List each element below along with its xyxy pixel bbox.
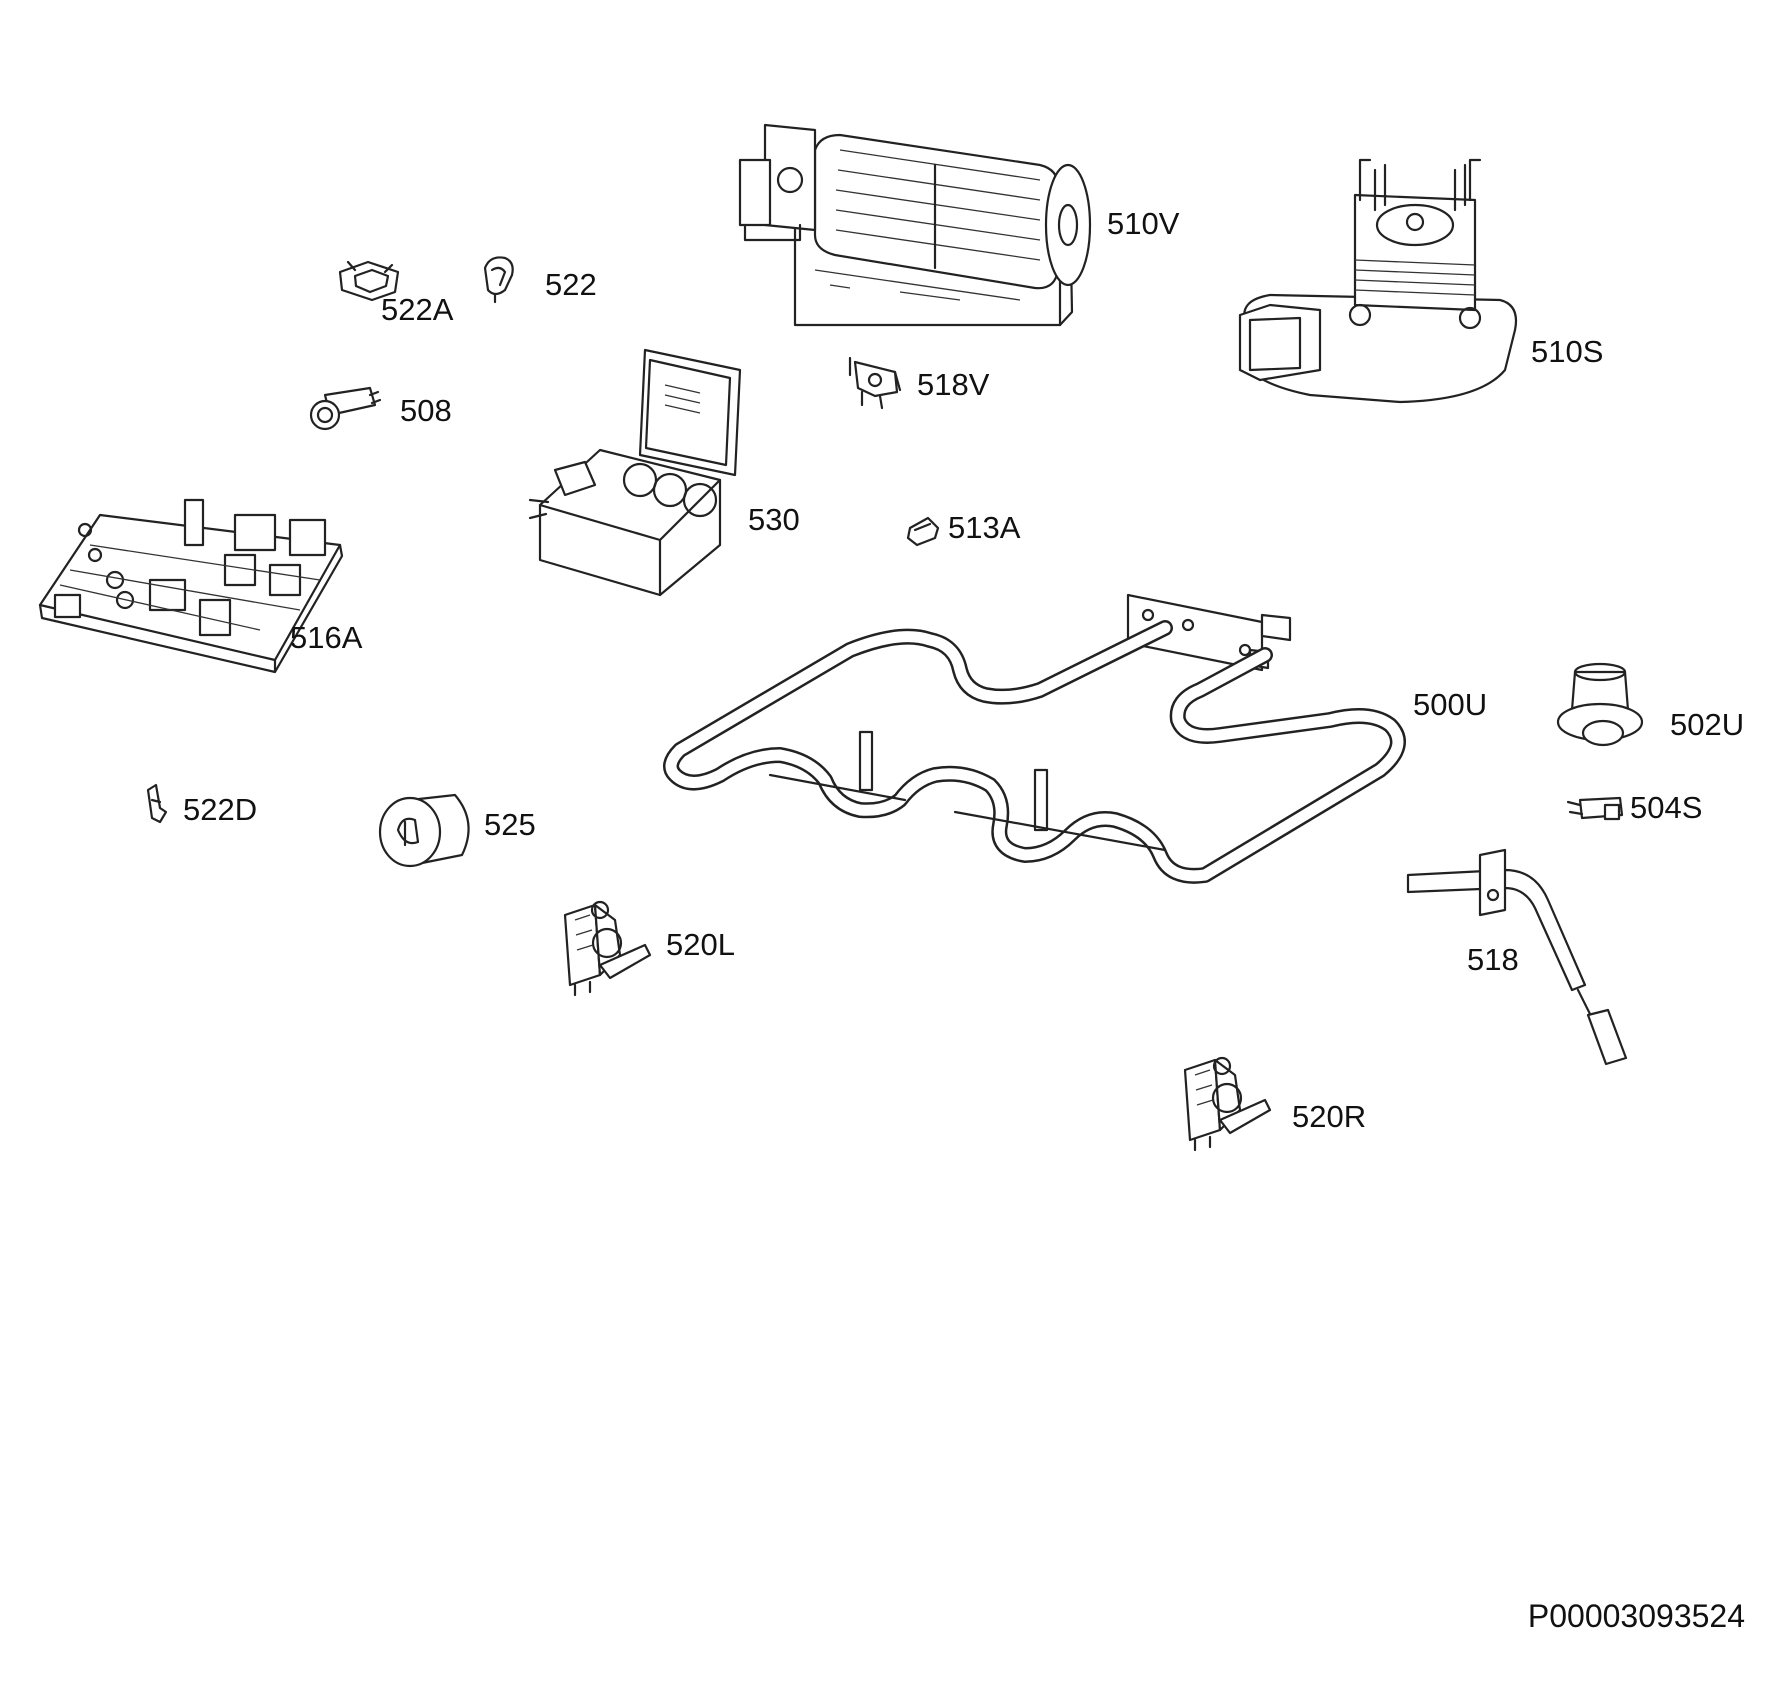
part-label-500U: 500U xyxy=(1413,687,1487,722)
document-id: P00003093524 xyxy=(1527,1598,1745,1634)
switch-icon xyxy=(1566,796,1624,821)
oven-lamp-icon xyxy=(1556,662,1644,747)
part-label-516A: 516A xyxy=(290,620,363,655)
part-label-520L: 520L xyxy=(666,927,735,962)
part-label-508: 508 xyxy=(400,393,452,428)
circuit-board-icon xyxy=(38,498,344,674)
clip-icon xyxy=(483,256,514,304)
part-label-520R: 520R xyxy=(1292,1099,1366,1134)
part-label-502U: 502U xyxy=(1670,707,1744,742)
part-label-530: 530 xyxy=(748,502,800,537)
heating-element-icon xyxy=(663,593,1406,884)
part-label-504S: 504S xyxy=(1630,790,1702,825)
part-label-510V: 510V xyxy=(1107,206,1180,241)
hinge-right-icon xyxy=(1183,1056,1272,1152)
part-label-522: 522 xyxy=(545,267,597,302)
temperature-sensor-icon xyxy=(1406,848,1628,1066)
small-clip-icon xyxy=(146,783,168,824)
knob-adapter-icon xyxy=(906,516,940,547)
tangential-fan-icon xyxy=(738,123,1092,327)
bracket-clip-icon xyxy=(338,260,400,302)
cooling-fan-motor-icon xyxy=(1238,158,1518,404)
part-label-513A: 513A xyxy=(948,510,1021,545)
capacitor-icon xyxy=(378,793,470,868)
part-label-518: 518 xyxy=(1467,942,1519,977)
part-label-525: 525 xyxy=(484,807,536,842)
thermostat-bracket-icon xyxy=(848,356,902,410)
part-label-510S: 510S xyxy=(1531,334,1603,369)
terminal-block-icon xyxy=(528,348,742,597)
part-label-518V: 518V xyxy=(917,367,990,402)
hinge-left-icon xyxy=(563,900,652,997)
indicator-lamp-icon xyxy=(309,386,382,431)
part-label-522D: 522D xyxy=(183,792,257,827)
part-label-522A: 522A xyxy=(381,292,454,327)
